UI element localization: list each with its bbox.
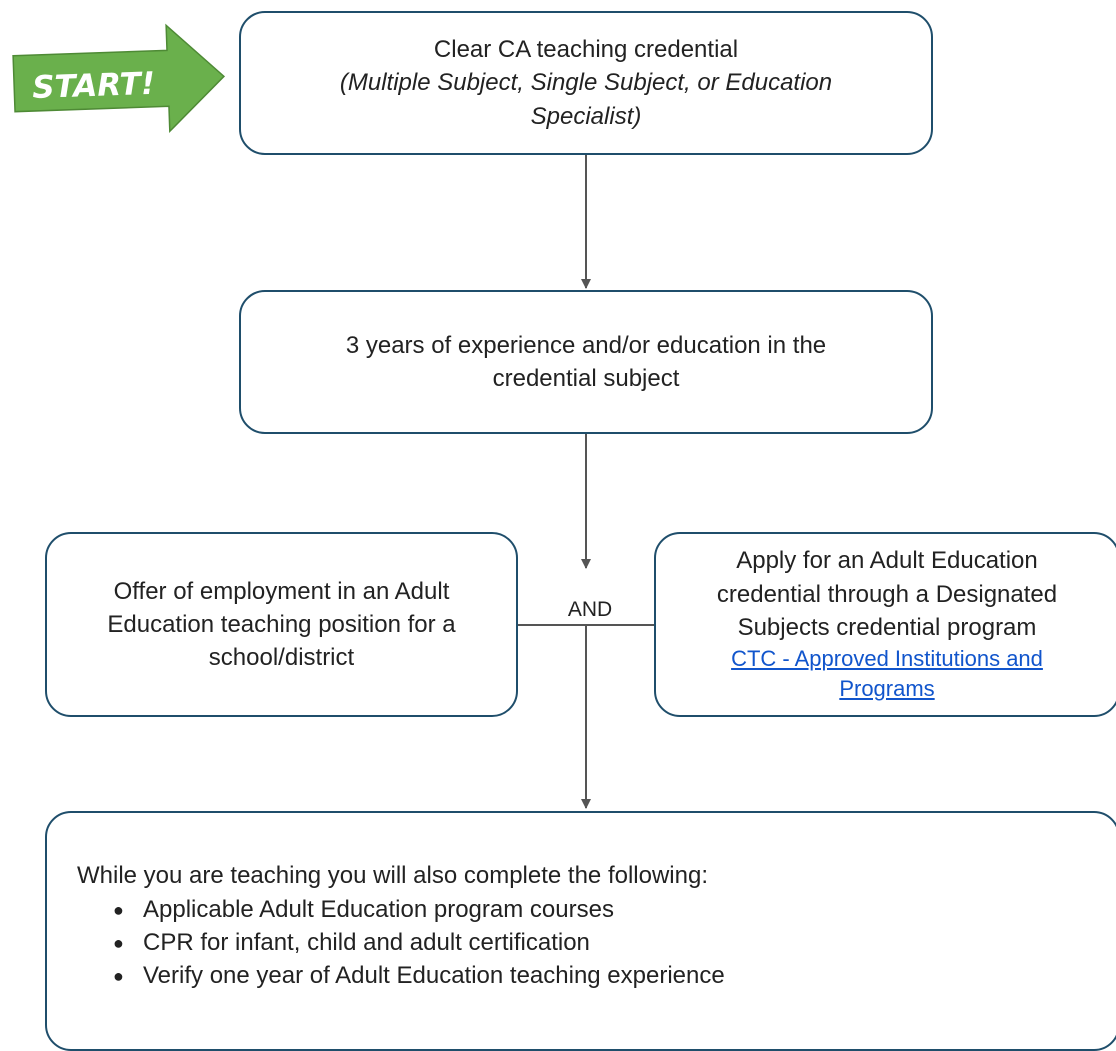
employment-box: Offer of employment in an Adult Educatio… [45,532,518,717]
credential-box: Clear CA teaching credential (Multiple S… [239,11,933,155]
list-item: ● Verify one year of Adult Education tea… [77,960,725,993]
start-arrow-shape [12,23,226,134]
apply-box: Apply for an Adult Education credential … [654,532,1116,717]
and-label: AND [567,598,613,621]
final-list: ● Applicable Adult Education program cou… [77,894,725,993]
final-intro: While you are teaching you will also com… [77,862,708,889]
bullet-icon: ● [113,900,124,921]
experience-box: 3 years of experience and/or education i… [239,290,933,434]
list-item: ● Applicable Adult Education program cou… [77,894,725,927]
bullet-icon: ● [113,965,124,986]
start-arrow: START! [12,23,226,134]
experience-text: 3 years of experience and/or education i… [345,331,827,392]
list-item-text: Applicable Adult Education program cours… [143,896,614,924]
list-item-text: CPR for infant, child and adult certific… [143,928,590,956]
list-item-text: Verify one year of Adult Education teach… [143,961,725,989]
employment-text: Offer of employment in an Adult Educatio… [107,577,456,672]
credential-title: Clear CA teaching credential [433,36,739,64]
ctc-programs-link[interactable]: CTC - Approved Institutions and Programs [731,645,1043,702]
final-box: While you are teaching you will also com… [45,811,1116,1051]
bullet-icon: ● [113,933,124,954]
credential-subtitle: (Multiple Subject, Single Subject, or Ed… [339,69,833,130]
start-label: START! [32,66,156,106]
apply-text: Apply for an Adult Education credential … [716,547,1058,641]
list-item: ● CPR for infant, child and adult certif… [77,927,725,960]
